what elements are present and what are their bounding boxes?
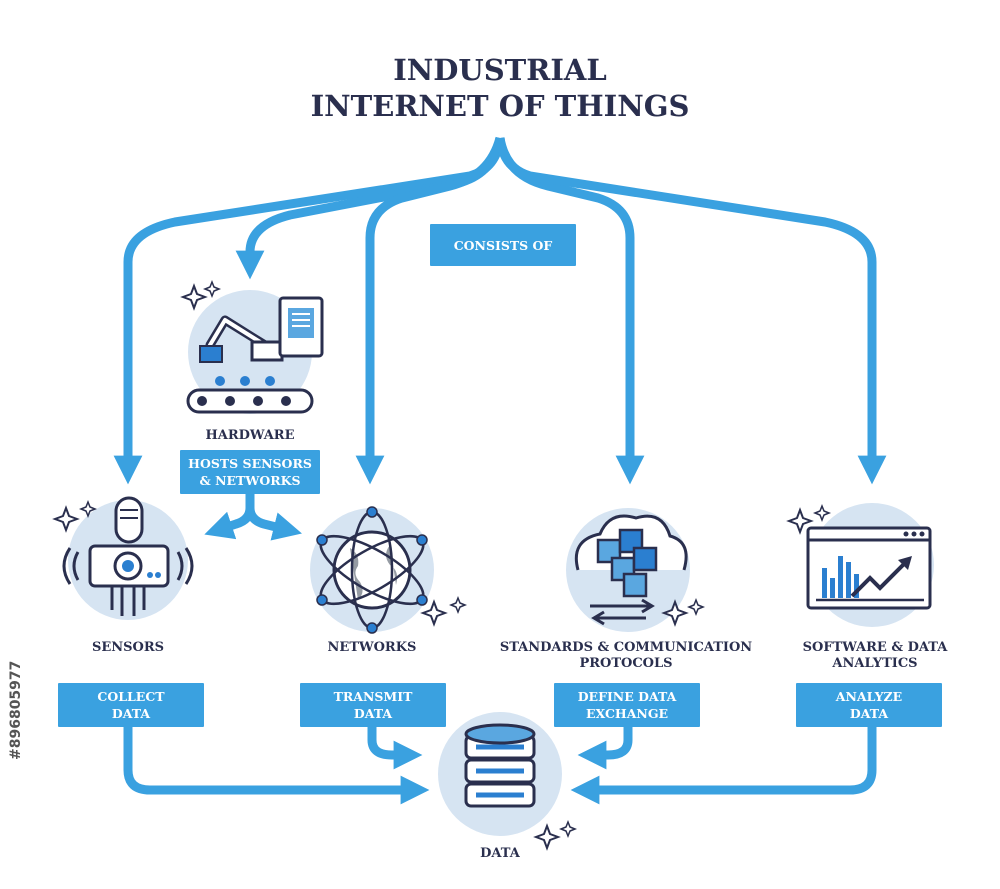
diagram-title: INDUSTRIAL INTERNET OF THINGS (200, 52, 800, 124)
sensors-label: SENSORS (91, 640, 165, 655)
networks-label: NETWORKS (327, 640, 417, 655)
analytics-chart-icon (786, 503, 934, 627)
stock-id-text: #896805977 (8, 660, 24, 760)
cubes-cloud-icon (566, 508, 706, 632)
standards-label: STANDARDS & COMMUNICATION PROTOCOLS (499, 640, 753, 671)
title-line-2: INTERNET OF THINGS (310, 89, 690, 123)
globe-network-icon (310, 506, 468, 634)
hardware-label: HARDWARE (205, 428, 295, 443)
transmit-data-box: TRANSMIT DATA (300, 683, 446, 727)
hardware-box: HOSTS SENSORS & NETWORKS (180, 450, 320, 494)
bottom-arrows (123, 727, 877, 805)
arrow-networks-to-data (367, 727, 423, 770)
hardware-split-arrows (204, 494, 302, 541)
define-data-exchange-box: DEFINE DATA EXCHANGE (554, 683, 700, 727)
database-icon (438, 712, 578, 851)
arrow-sensors-to-data (123, 727, 430, 805)
analyze-data-box: ANALYZE DATA (796, 683, 942, 727)
arrow-standards-to-data (577, 727, 633, 770)
sensor-icon (52, 496, 194, 620)
arrow-to-software (495, 137, 887, 485)
software-label: SOFTWARE & DATA ANALYTICS (802, 640, 948, 671)
arrow-to-networks (355, 136, 505, 485)
title-line-1: INDUSTRIAL (393, 53, 607, 87)
collect-data-box: COLLECT DATA (58, 683, 204, 727)
robot-arm-icon (180, 279, 324, 414)
top-arrows (113, 136, 887, 485)
arrow-software-to-data (570, 727, 877, 805)
consists-of-box: CONSISTS OF (430, 224, 576, 266)
data-label: DATA (480, 846, 520, 861)
